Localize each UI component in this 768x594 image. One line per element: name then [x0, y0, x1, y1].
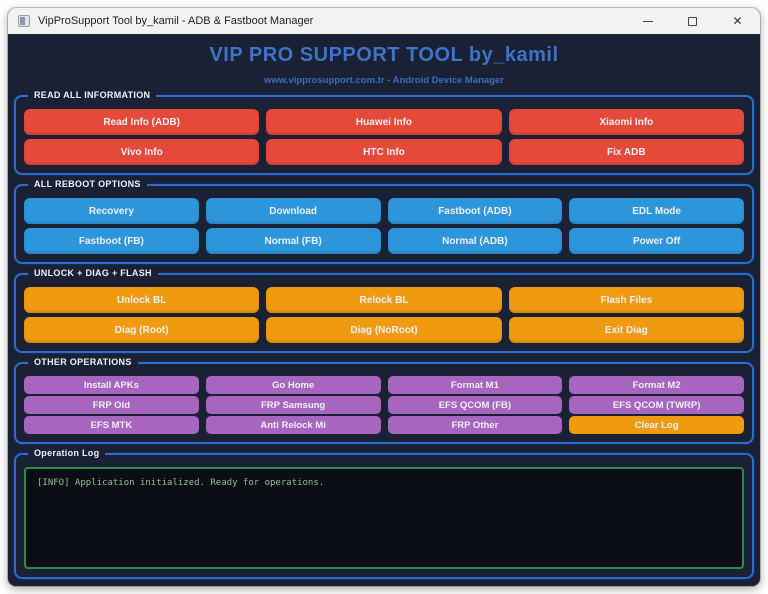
power-off-button[interactable]: Power Off: [569, 228, 744, 254]
section-label-other-operations: OTHER OPERATIONS: [28, 357, 138, 367]
anti-relock-mi-button[interactable]: Anti Relock Mi: [205, 416, 381, 434]
sections-container: READ ALL INFORMATION Read Info (ADB)Huawe…: [14, 90, 754, 444]
fastboot-adb-button[interactable]: Fastboot (ADB): [387, 198, 563, 224]
diag-noroot-button[interactable]: Diag (NoRoot): [266, 317, 502, 343]
button-grid-other-operations: Install APKs Go Home Format M1 Format M2 FRP…: [24, 376, 744, 434]
operation-log-console[interactable]: [INFO] Application initialized. Ready fo…: [24, 467, 744, 569]
title-bar: VipProSupport Tool by_kamil - ADB & Fast…: [8, 8, 760, 34]
fastboot-fb-button[interactable]: Fastboot (FB): [24, 228, 199, 254]
read-info-adb-button[interactable]: Read Info (ADB): [24, 109, 260, 135]
recovery-button[interactable]: Recovery: [24, 198, 199, 224]
efs-mtk-button[interactable]: EFS MTK: [24, 416, 199, 434]
go-home-button[interactable]: Go Home: [205, 376, 381, 394]
xiaomi-info-button[interactable]: Xiaomi Info: [508, 109, 744, 135]
window-controls: ✕: [625, 8, 760, 34]
minimize-icon: [642, 20, 653, 22]
normal-adb-button[interactable]: Normal (ADB): [387, 228, 563, 254]
log-line: [INFO] Application initialized. Ready fo…: [37, 478, 325, 488]
frp-samsung-button[interactable]: FRP Samsung: [205, 396, 381, 414]
minimize-button[interactable]: [625, 8, 670, 34]
section-label-operation-log: Operation Log: [28, 448, 106, 458]
section-operation-log: Operation Log [INFO] Application initial…: [14, 448, 754, 579]
frp-old-button[interactable]: FRP Old: [24, 396, 199, 414]
section-read-info: READ ALL INFORMATION Read Info (ADB)Huawe…: [14, 90, 754, 175]
app-icon: [18, 15, 30, 27]
diag-root-button[interactable]: Diag (Root): [24, 317, 260, 343]
app-body: VIP PRO SUPPORT TOOL by_kamil www.vippro…: [8, 34, 760, 586]
section-other-operations: OTHER OPERATIONS Install APKs Go Home Forma…: [14, 357, 754, 444]
normal-fb-button[interactable]: Normal (FB): [205, 228, 381, 254]
exit-diag-button[interactable]: Exit Diag: [508, 317, 744, 343]
format-m1-button[interactable]: Format M1: [387, 376, 563, 394]
clear-log-button[interactable]: Clear Log: [569, 416, 744, 434]
vivo-info-button[interactable]: Vivo Info: [24, 139, 260, 165]
section-label-reboot-options: ALL REBOOT OPTIONS: [28, 179, 147, 189]
relock-bl-button[interactable]: Relock BL: [266, 287, 502, 313]
section-label-unlock-diag-flash: UNLOCK + DIAG + FLASH: [28, 268, 158, 278]
install-apks-button[interactable]: Install APKs: [24, 376, 199, 394]
efs-qcom-twrp-button[interactable]: EFS QCOM (TWRP): [569, 396, 744, 414]
unlock-bl-button[interactable]: Unlock BL: [24, 287, 260, 313]
close-icon: ✕: [732, 14, 743, 28]
huawei-info-button[interactable]: Huawei Info: [266, 109, 502, 135]
window-title: VipProSupport Tool by_kamil - ADB & Fast…: [38, 15, 314, 27]
page-title: VIP PRO SUPPORT TOOL by_kamil: [209, 44, 559, 66]
efs-qcom-fb-button[interactable]: EFS QCOM (FB): [387, 396, 563, 414]
close-button[interactable]: ✕: [715, 8, 760, 34]
maximize-icon: [688, 16, 697, 26]
edl-mode-button[interactable]: EDL Mode: [569, 198, 744, 224]
page-subtitle: www.vipprosupport.com.tr - Android Devic…: [264, 75, 504, 86]
htc-info-button[interactable]: HTC Info: [266, 139, 502, 165]
fix-adb-button[interactable]: Fix ADB: [508, 139, 744, 165]
download-button[interactable]: Download: [205, 198, 381, 224]
maximize-button[interactable]: [670, 8, 715, 34]
section-label-read-info: READ ALL INFORMATION: [28, 90, 157, 100]
format-m2-button[interactable]: Format M2: [569, 376, 744, 394]
app-window: VipProSupport Tool by_kamil - ADB & Fast…: [8, 8, 760, 586]
frp-other-button[interactable]: FRP Other: [387, 416, 563, 434]
flash-files-button[interactable]: Flash Files: [508, 287, 744, 313]
